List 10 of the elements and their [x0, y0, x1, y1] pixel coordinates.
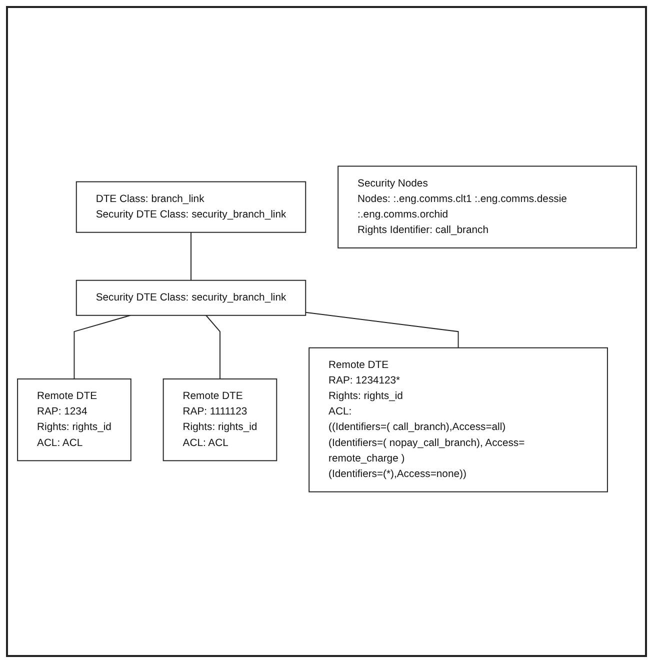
node-box: Remote DTE RAP: 1111123 Rights: rights_id ACL: ACL: [162, 378, 277, 462]
connector: [73, 314, 130, 380]
node-box: Remote DTE RAP: 1234123* Rights: rights_id ACL: ((Identifiers=( call_branch),Access=all) (Identifiers=( nopay_call_branch), Access= remote_charge ) (Identifiers=(*),Access=none)): [308, 347, 608, 492]
node-box: DTE Class: branch_link Security DTE Class: security_branch_link: [75, 181, 306, 233]
connector: [205, 314, 220, 380]
connector: [190, 232, 191, 281]
node-box: Security Nodes Nodes: :.eng.comms.clt1 :.eng.comms.dessie :.eng.comms.orchid Rights Identifier: call_branch: [337, 166, 636, 248]
node-box: Security DTE Class: security_branch_link: [75, 280, 306, 316]
node-box: Remote DTE RAP: 1234 Rights: rights_id ACL: ACL: [16, 378, 131, 462]
connector: [304, 312, 458, 348]
